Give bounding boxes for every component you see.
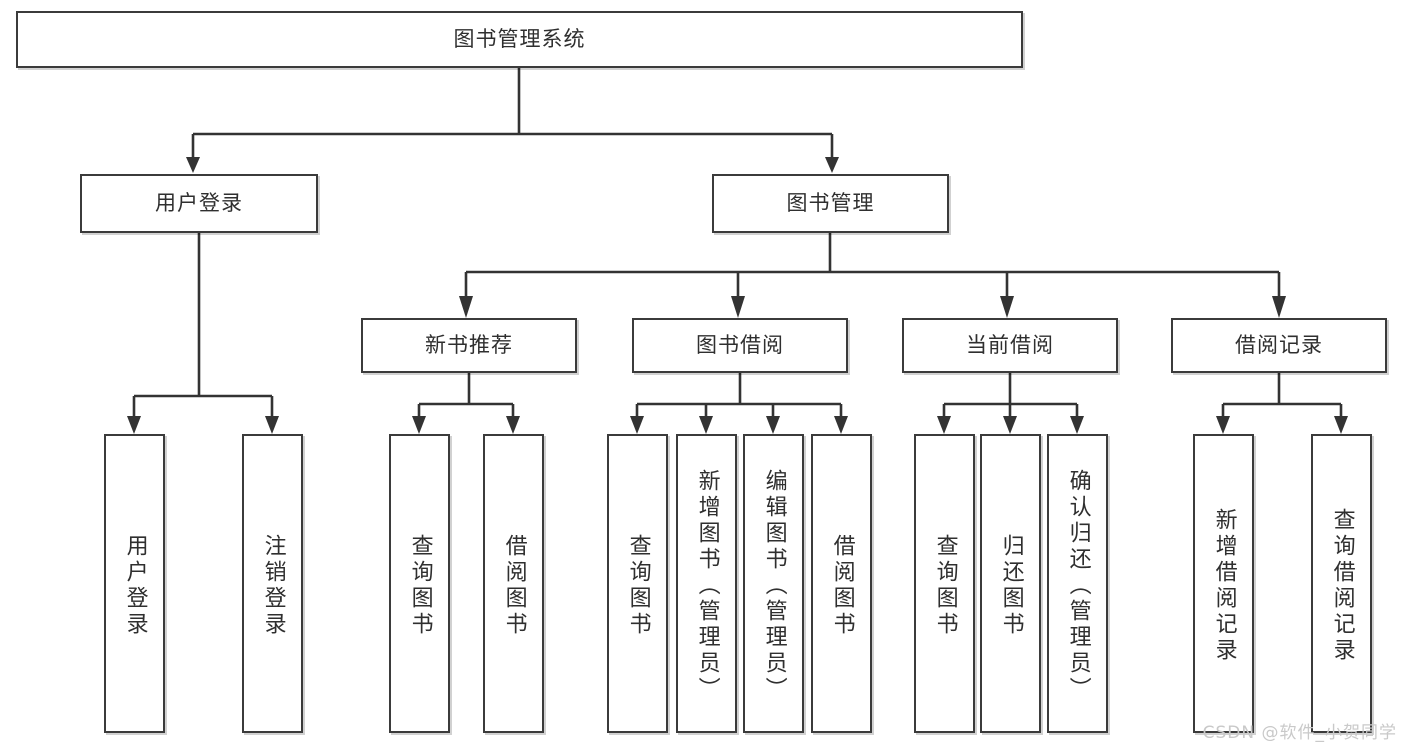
node-label: 当前借阅 (966, 333, 1054, 358)
node-borrow-record[interactable]: 借阅记录 (1171, 318, 1387, 373)
node-root-system[interactable]: 图书管理系统 (16, 11, 1023, 68)
node-label: 新书推荐 (425, 333, 513, 358)
node-book-management[interactable]: 图书管理 (712, 174, 949, 233)
node-label: 借阅记录 (1235, 333, 1323, 358)
node-current-borrow[interactable]: 当前借阅 (902, 318, 1118, 373)
node-label: 图书管理系统 (453, 27, 586, 52)
node-user-login[interactable]: 用户登录 (80, 174, 318, 233)
leaf-current-borrow-confirm[interactable]: 确认归还（管理员） (1047, 434, 1108, 733)
leaf-user-login-login[interactable]: 用户登录 (104, 434, 165, 733)
leaf-book-borrow-edit[interactable]: 编辑图书（管理员） (743, 434, 804, 733)
leaf-book-borrow-search[interactable]: 查询图书 (607, 434, 668, 733)
node-label: 借阅图书 (501, 533, 527, 638)
node-label: 查询图书 (625, 533, 651, 638)
node-label: 确认归还（管理员） (1065, 468, 1091, 703)
node-label: 用户登录 (155, 191, 243, 216)
leaf-current-borrow-search[interactable]: 查询图书 (914, 434, 975, 733)
node-label: 图书管理 (786, 191, 875, 216)
node-label: 编辑图书（管理员） (761, 468, 787, 703)
leaf-new-book-search[interactable]: 查询图书 (389, 434, 450, 733)
leaf-borrow-record-add[interactable]: 新增借阅记录 (1193, 434, 1254, 733)
leaf-borrow-record-search[interactable]: 查询借阅记录 (1311, 434, 1372, 733)
leaf-book-borrow-add[interactable]: 新增图书（管理员） (676, 434, 737, 733)
node-label: 归还图书 (998, 533, 1024, 638)
leaf-user-login-logout[interactable]: 注销登录 (242, 434, 303, 733)
leaf-current-borrow-return[interactable]: 归还图书 (980, 434, 1041, 733)
node-label: 新增借阅记录 (1211, 507, 1237, 664)
node-book-borrow[interactable]: 图书借阅 (632, 318, 848, 373)
watermark: CSDN @软件_小贺同学 (1202, 723, 1397, 743)
node-label: 借阅图书 (829, 533, 855, 638)
node-label: 注销登录 (260, 533, 286, 638)
node-label: 图书借阅 (696, 333, 784, 358)
leaf-book-borrow-borrow[interactable]: 借阅图书 (811, 434, 872, 733)
node-label: 查询图书 (407, 533, 433, 638)
leaf-new-book-borrow[interactable]: 借阅图书 (483, 434, 544, 733)
node-label: 查询图书 (932, 533, 958, 638)
node-label: 用户登录 (122, 533, 148, 638)
node-label: 查询借阅记录 (1329, 507, 1355, 664)
node-label: 新增图书（管理员） (694, 468, 720, 703)
node-new-book-recommend[interactable]: 新书推荐 (361, 318, 577, 373)
